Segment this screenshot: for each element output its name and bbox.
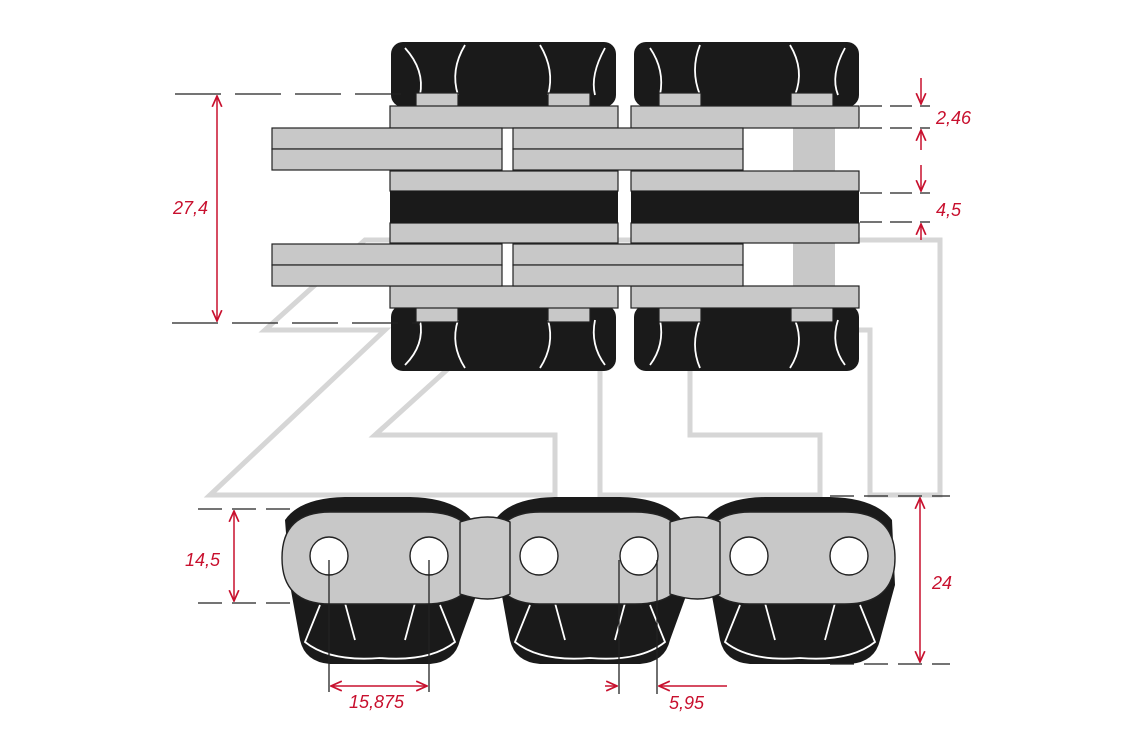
rubber-strip xyxy=(390,191,859,223)
inner-plates xyxy=(271,127,744,287)
label-pitch: 15,875 xyxy=(349,692,405,712)
chain-top-view xyxy=(271,42,860,371)
dimension-labels: 27,4 2,46 4,5 14,5 24 15,875 5,95 xyxy=(172,108,972,713)
label-pad-offset: 5,95 xyxy=(669,693,705,713)
pins xyxy=(415,92,834,323)
label-rubber-thickness: 4,5 xyxy=(936,200,962,220)
chain-side-view xyxy=(281,497,896,664)
dimension-arrows xyxy=(217,78,921,686)
label-plate-thickness: 2,46 xyxy=(935,108,972,128)
label-overall-width: 27,4 xyxy=(172,198,208,218)
side-plates xyxy=(281,511,896,605)
outer-plates xyxy=(389,105,860,309)
pad-contours-top xyxy=(404,44,846,369)
label-overall-height: 24 xyxy=(931,573,952,593)
dimension-lines xyxy=(172,93,950,694)
label-plate-height: 14,5 xyxy=(185,550,221,570)
pin-holes xyxy=(309,536,869,576)
